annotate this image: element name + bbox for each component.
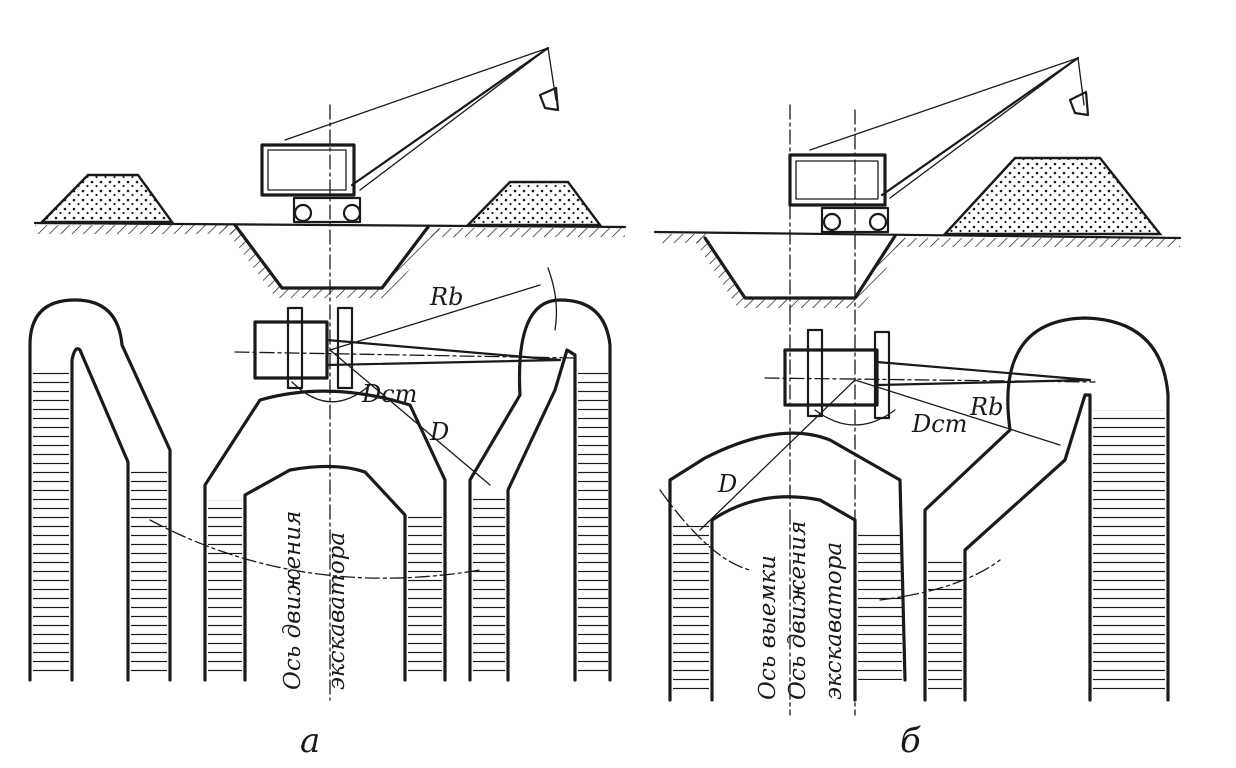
label-dct-b: Dст [911,410,967,438]
bench-outline-right [923,316,1170,702]
excavator-tracks [292,196,362,224]
cross-section-a [33,46,627,298]
panel-a: Rb Dст D Ось движения экскаватора а [28,46,627,761]
axis-label-b-2: Ось движения [785,521,811,700]
panel-b: Rb Dст D Ось выемки Ось движения экскава… [653,56,1182,761]
spoil-pile [942,156,1163,236]
excavator-side-a [260,46,560,256]
label-d-a: D [429,418,449,446]
radius-rb-a [329,284,541,351]
bench-outline-left [28,298,172,682]
boom [880,56,1080,197]
boom [350,46,550,187]
diameter-d-b [699,379,856,531]
bench-outline-left [668,431,907,702]
label-dct-a: Dст [361,380,417,408]
ground-line [653,230,1182,240]
ground-hatch [35,225,235,234]
excavator-cab [788,153,887,207]
boom-plan [875,360,1092,387]
ground-hatch [420,228,625,237]
bucket [1068,90,1090,117]
spoil-pile-left [39,173,175,224]
radius-rb-b [854,379,1061,446]
cross-section-b [653,56,1182,311]
axis-label-a-1: Ось движения [280,511,306,690]
axis-label-a-2: экскаватора [324,532,350,690]
label-d-b: D [717,470,737,498]
excavator-side-b [788,56,1090,311]
label-rb-a: Rb [429,283,463,311]
spoil-pile-right [465,180,603,227]
boom-plan [325,338,562,367]
boom-cable [284,47,549,141]
panel-letter-b: б [900,721,921,761]
bench-outline-center [203,389,447,682]
diameter-d-a [329,349,491,486]
axis-label-b-3: экскаватора [821,542,847,700]
axis-label-b-1: Ось выемки [755,555,781,700]
plan-view-a [28,254,612,701]
bucket [538,86,560,112]
excavator-tracks [820,206,890,234]
plan-view-b [659,309,1170,716]
panel-letter-a: а [300,721,320,761]
excavator-cab [260,143,356,197]
label-rb-b: Rb [969,393,1003,421]
